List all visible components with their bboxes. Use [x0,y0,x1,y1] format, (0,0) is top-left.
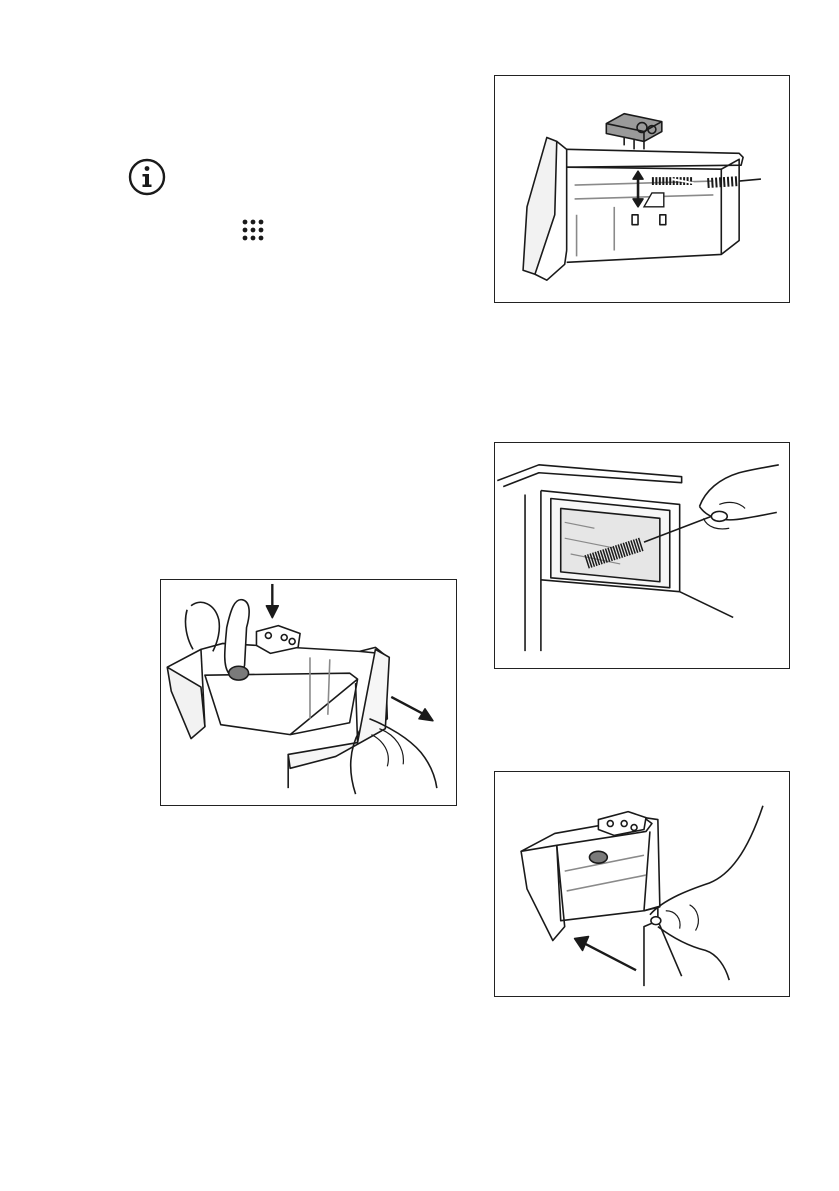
figure-recess-cleaning [494,442,790,669]
figure-insert-drawer [494,771,790,997]
figure-siphon-cleaning [494,75,790,303]
dot-grid-icon [241,218,265,242]
figure-press-release [160,579,457,806]
info-icon [128,158,166,196]
